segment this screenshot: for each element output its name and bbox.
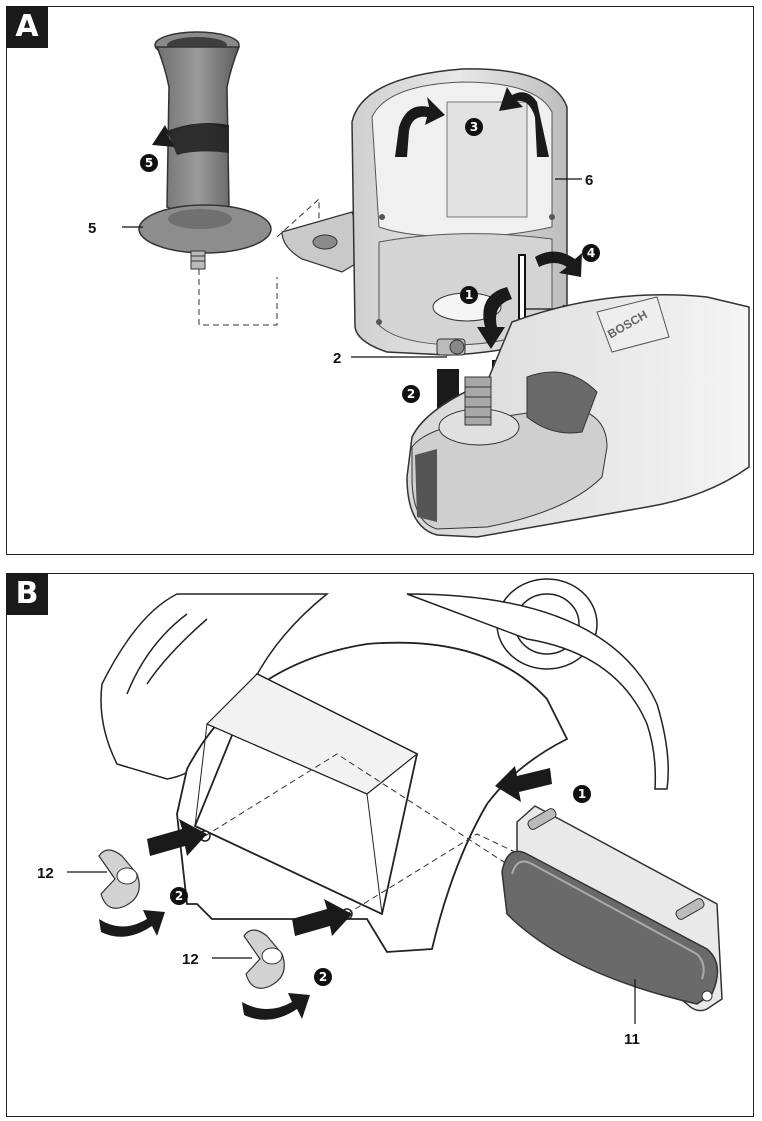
clamping-screw bbox=[436, 338, 466, 356]
grinder-body: BOSCH bbox=[406, 294, 750, 538]
panel-a-tag: A bbox=[6, 6, 48, 48]
svg-text:5: 5 bbox=[145, 156, 153, 170]
step-4-marker: 4 bbox=[582, 244, 600, 262]
svg-text:1: 1 bbox=[578, 787, 586, 801]
svg-text:3: 3 bbox=[470, 120, 478, 134]
step-2-marker: 2 bbox=[402, 385, 420, 403]
step-3-marker: 3 bbox=[465, 118, 483, 136]
auxiliary-handle bbox=[138, 31, 272, 270]
panel-b-illustration: 12 12 11 1 2 2 bbox=[37, 578, 723, 1048]
arrow-right-icon bbox=[292, 899, 352, 936]
panel-b-tag: B bbox=[6, 573, 48, 615]
step-2a-marker: 2 bbox=[170, 887, 188, 905]
label-roller: 11 bbox=[624, 1031, 640, 1048]
mounting-bracket bbox=[281, 211, 368, 273]
extraction-guard bbox=[351, 68, 568, 356]
extraction-shroud bbox=[176, 641, 569, 953]
grinder-outline bbox=[100, 578, 669, 790]
panel-b: B 12 bbox=[6, 573, 754, 1117]
panel-a: A 5 5 bbox=[6, 6, 754, 555]
arrow-left-icon bbox=[495, 766, 552, 802]
step-5-marker: 5 bbox=[140, 154, 158, 172]
step-2b-marker: 2 bbox=[314, 968, 332, 986]
guide-roller bbox=[501, 805, 723, 1012]
arrow-right-icon bbox=[147, 819, 207, 856]
svg-text:2: 2 bbox=[175, 889, 183, 903]
label-screw: 2 bbox=[333, 350, 341, 367]
step-1-marker: 1 bbox=[460, 286, 478, 304]
svg-text:1: 1 bbox=[465, 288, 473, 302]
step-1-marker: 1 bbox=[573, 785, 591, 803]
svg-text:4: 4 bbox=[587, 246, 595, 260]
label-wing-nut-bottom: 12 bbox=[182, 951, 199, 968]
wing-nut-top bbox=[98, 849, 165, 937]
label-handle: 5 bbox=[88, 220, 96, 237]
svg-text:2: 2 bbox=[407, 387, 415, 401]
label-wing-nut-top: 12 bbox=[37, 865, 54, 882]
panel-a-illustration: 5 5 6 3 bbox=[88, 31, 750, 538]
label-guard: 6 bbox=[585, 172, 593, 189]
wing-nut-bottom bbox=[242, 929, 310, 1020]
svg-text:2: 2 bbox=[319, 970, 327, 984]
guide-line bbox=[198, 197, 320, 326]
